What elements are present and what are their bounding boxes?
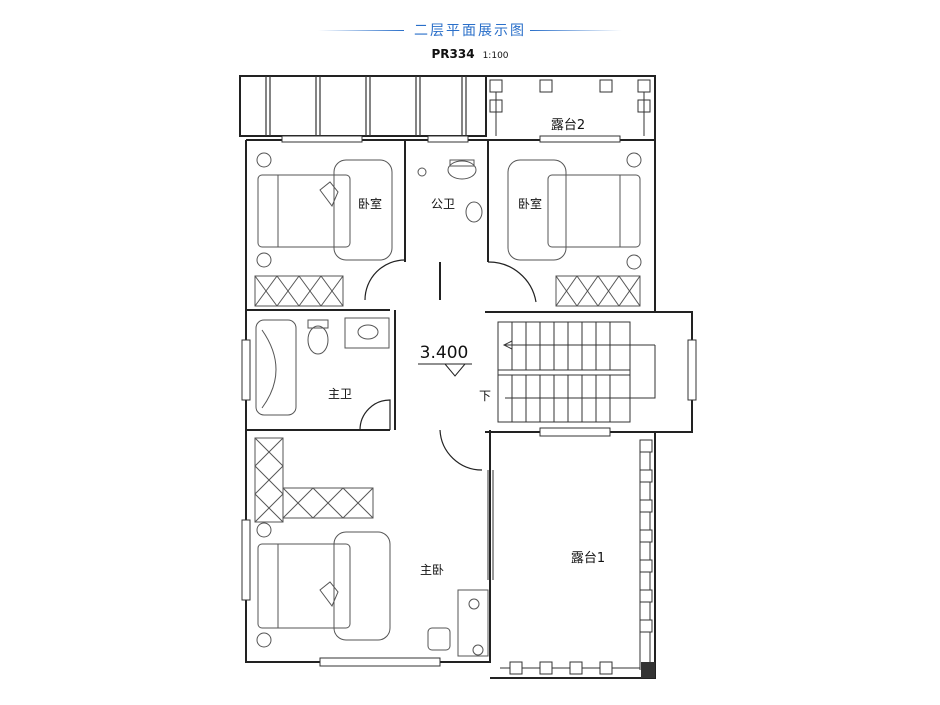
master-desk (427, 589, 489, 657)
master-bath-fixtures (255, 317, 390, 416)
room-label-terrace1: 露台1 (571, 551, 605, 566)
door-swings (359, 259, 537, 471)
page-title: 二层平面展示图 (414, 23, 526, 39)
wardrobe-left (254, 275, 344, 307)
sliding-door (487, 470, 494, 580)
room-label-public-bath: 公卫 (431, 197, 455, 211)
plan-code: PR334 (431, 47, 475, 61)
master-wardrobe (254, 437, 374, 523)
corner-column (641, 662, 655, 678)
room-label-terrace2: 露台2 (551, 118, 585, 133)
elevation-label: 3.400 (420, 343, 469, 363)
staircase (497, 321, 656, 423)
room-label-bedroom-right: 卧室 (518, 196, 542, 211)
plan-code-line: PR334 1:100 (0, 47, 940, 61)
windows (241, 135, 697, 667)
public-bath-fixtures (417, 159, 483, 223)
plan-scale: 1:100 (482, 51, 509, 61)
bed-left (256, 152, 393, 268)
stair-down-label: 下 (479, 389, 491, 403)
title-rule-left (318, 30, 404, 31)
master-bed (256, 522, 391, 648)
terrace1-posts (509, 439, 653, 675)
room-label-master-bedroom: 主卧 (420, 563, 444, 577)
pergola-beams (265, 76, 467, 136)
elevation-marker (418, 363, 472, 377)
bed-right (507, 152, 642, 270)
room-label-bedroom-left: 卧室 (358, 196, 382, 211)
header: 二层平面展示图 PR334 1:100 (0, 0, 940, 70)
wardrobe-right (555, 275, 641, 307)
terrace2-balustrade (489, 79, 651, 136)
room-label-master-bath: 主卫 (328, 387, 352, 401)
title-rule-right (530, 30, 622, 31)
